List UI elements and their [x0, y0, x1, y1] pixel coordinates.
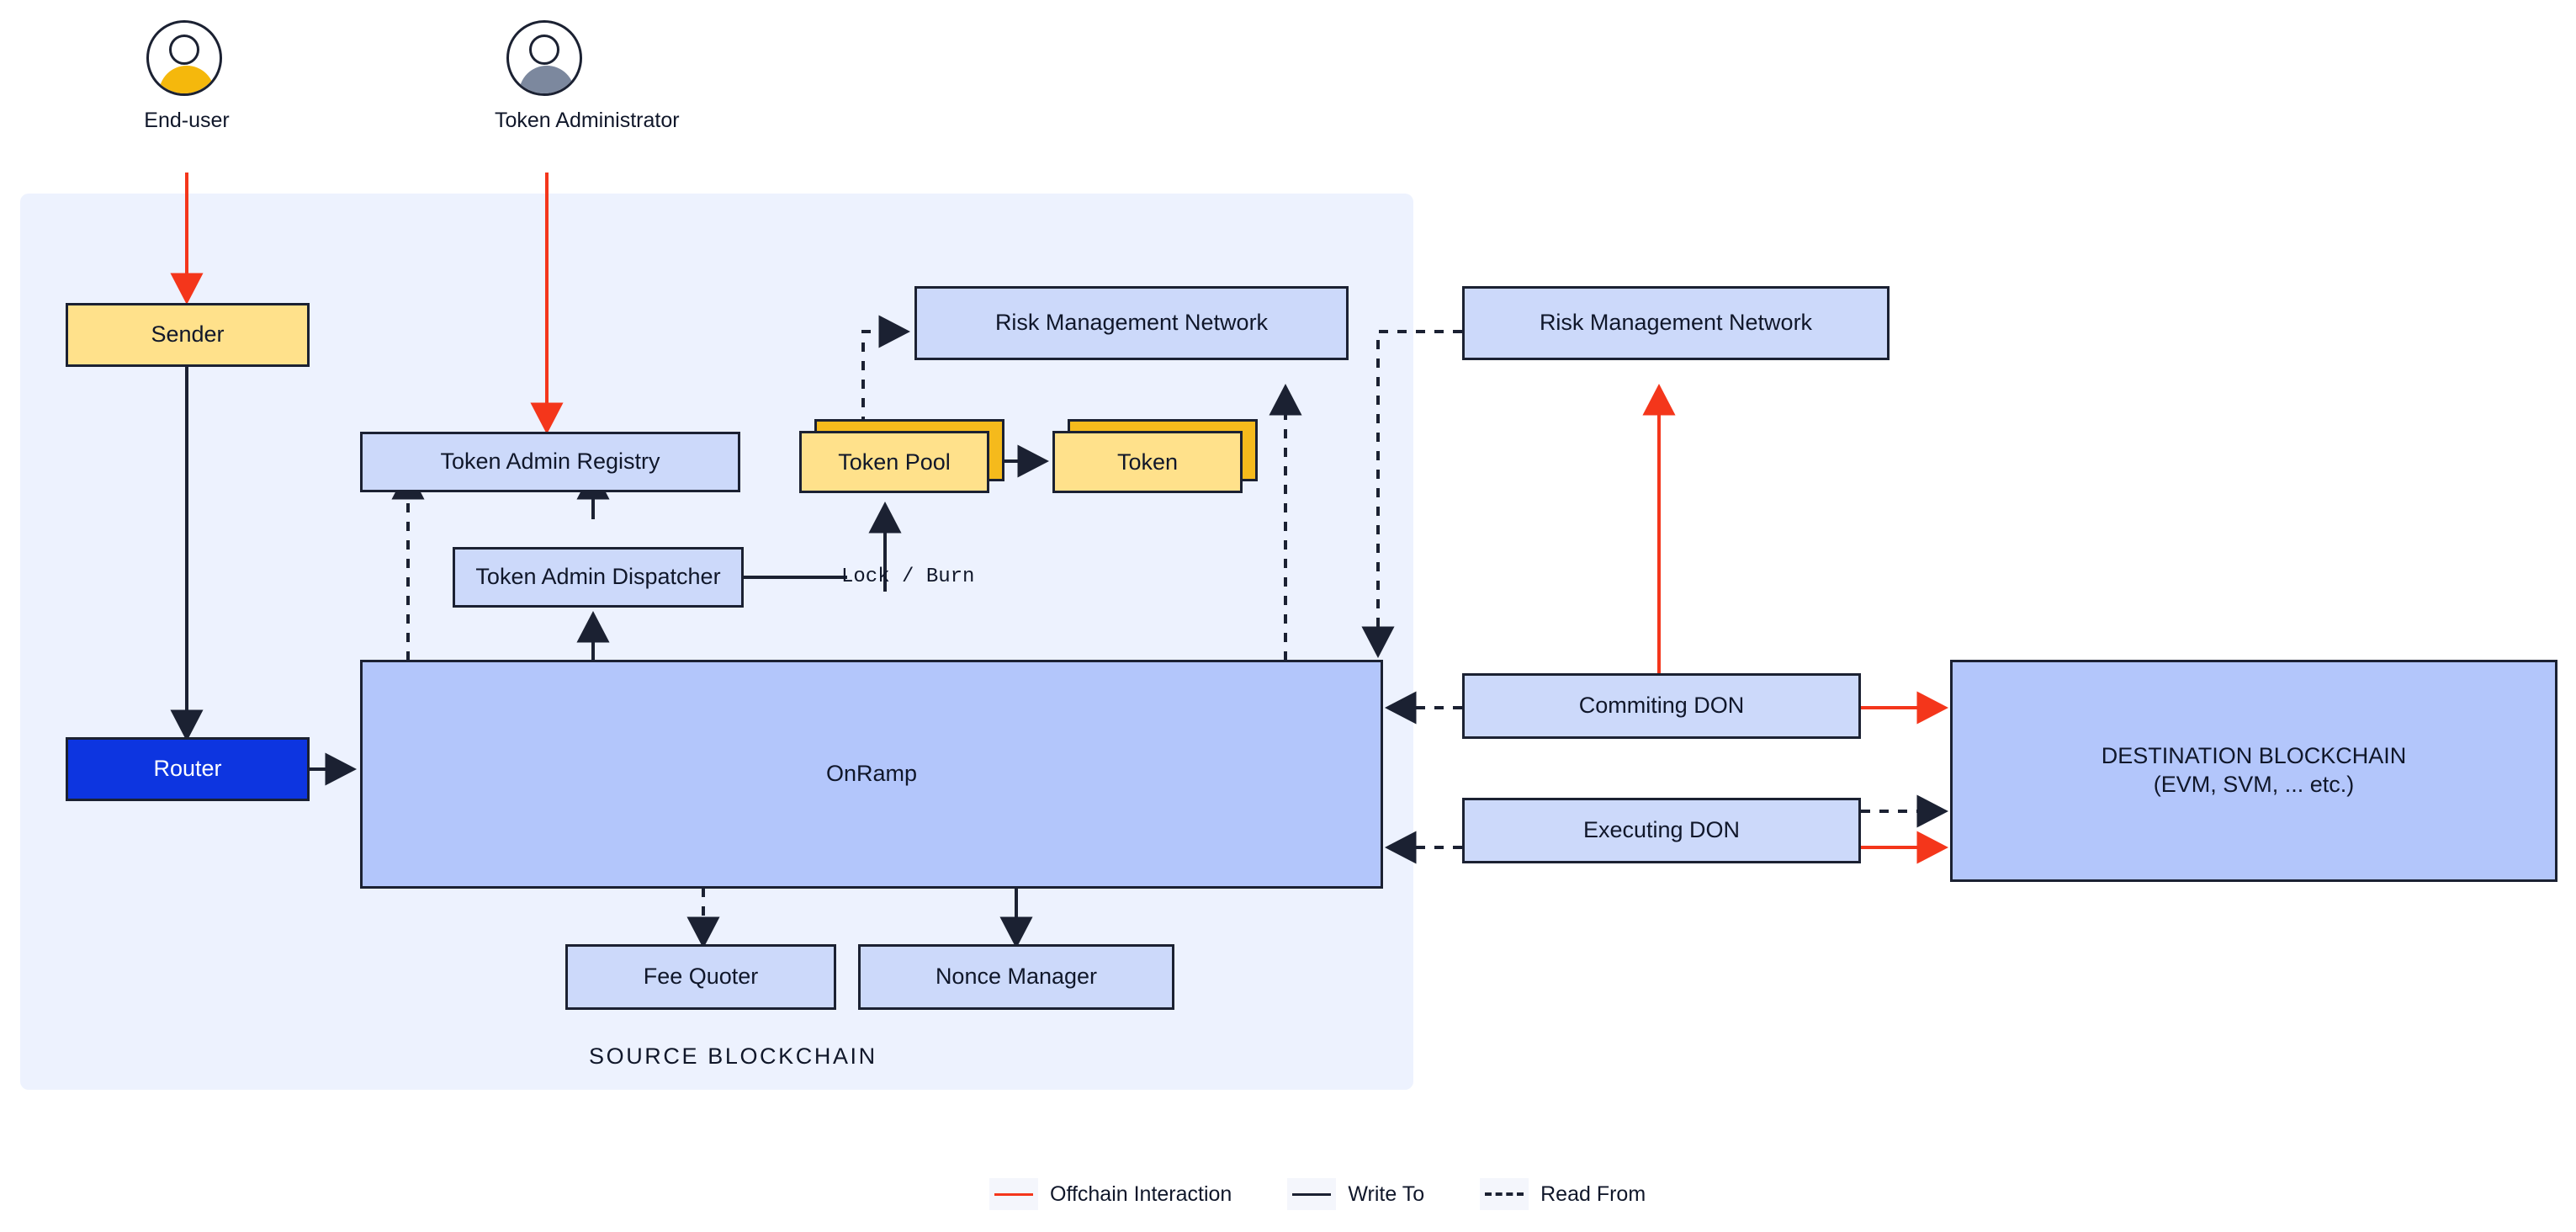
node-router[interactable]: Router: [66, 737, 310, 801]
legend-label-read-from: Read From: [1540, 1182, 1646, 1206]
actor-end-user: End-user: [135, 20, 239, 133]
legend-swatch-offchain: [989, 1178, 1038, 1210]
node-executing-don[interactable]: Executing DON: [1462, 798, 1861, 863]
legend: Offchain Interaction Write To Read From: [989, 1178, 1646, 1210]
actor-token-administrator: Token Administrator: [495, 20, 680, 133]
token-front: Token: [1052, 431, 1243, 493]
edge-label-lock-burn: Lock / Burn: [841, 566, 975, 588]
legend-swatch-read-from: [1480, 1178, 1529, 1210]
offchain-line-icon: [994, 1192, 1033, 1196]
node-token-admin-registry[interactable]: Token Admin Registry: [360, 432, 740, 492]
node-token-admin-dispatcher[interactable]: Token Admin Dispatcher: [453, 547, 744, 608]
legend-swatch-write-to: [1287, 1178, 1337, 1210]
node-rmn-destination[interactable]: Risk Management Network: [1462, 286, 1890, 360]
node-rmn-source[interactable]: Risk Management Network: [914, 286, 1349, 360]
end-user-label: End-user: [144, 109, 230, 132]
token-administrator-label: Token Administrator: [495, 109, 680, 132]
end-user-avatar-icon: [146, 20, 227, 101]
node-token[interactable]: Token: [1052, 419, 1258, 493]
write-to-line-icon: [1292, 1192, 1332, 1196]
legend-label-write-to: Write To: [1348, 1182, 1425, 1206]
node-commiting-don[interactable]: Commiting DON: [1462, 673, 1861, 739]
node-onramp[interactable]: OnRamp: [360, 660, 1383, 889]
source-blockchain-label: SOURCE BLOCKCHAIN: [589, 1043, 877, 1069]
destination-blockchain-line1: DESTINATION BLOCKCHAIN: [2101, 743, 2407, 769]
read-from-line-icon: [1485, 1192, 1524, 1196]
node-destination-blockchain[interactable]: DESTINATION BLOCKCHAIN (EVM, SVM, ... et…: [1950, 660, 2557, 882]
token-pool-front: Token Pool: [799, 431, 989, 493]
token-administrator-avatar-icon: [506, 20, 587, 101]
destination-blockchain-line2: (EVM, SVM, ... etc.): [2153, 772, 2355, 797]
node-token-pool[interactable]: Token Pool: [799, 419, 1004, 493]
legend-item-offchain-interaction: Offchain Interaction: [989, 1178, 1232, 1210]
legend-label-offchain: Offchain Interaction: [1050, 1182, 1232, 1206]
node-fee-quoter[interactable]: Fee Quoter: [565, 944, 836, 1010]
legend-item-read-from: Read From: [1480, 1178, 1646, 1210]
node-sender[interactable]: Sender: [66, 303, 310, 367]
node-nonce-manager[interactable]: Nonce Manager: [858, 944, 1174, 1010]
legend-item-write-to: Write To: [1287, 1178, 1424, 1210]
